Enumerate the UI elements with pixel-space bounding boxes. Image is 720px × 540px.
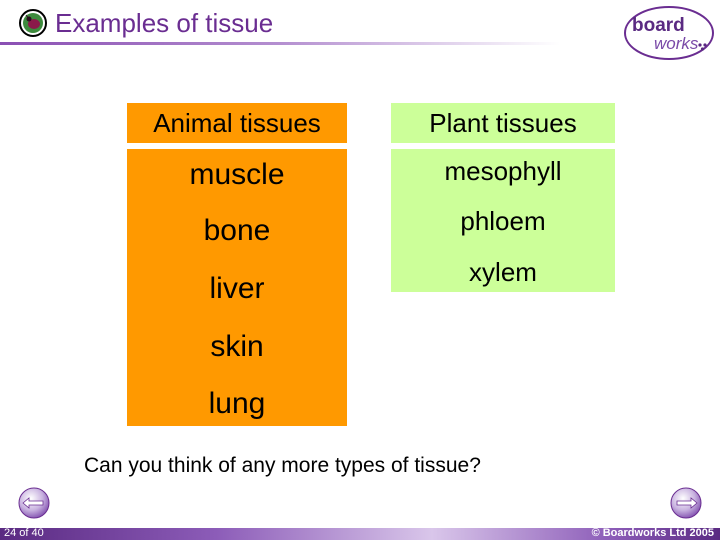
question-text: Can you think of any more types of tissu… [84, 454, 481, 477]
ladybird-icon [19, 9, 47, 37]
page-counter: 24 of 40 [4, 527, 44, 539]
animal-tissues-header: Animal tissues [127, 103, 347, 143]
plant-tissue-item: xylem [469, 257, 537, 287]
plant-tissue-item: mesophyll [444, 156, 562, 186]
animal-tissue-item: lung [208, 387, 266, 420]
animal-tissue-item: muscle [189, 158, 285, 191]
footer-bar [0, 528, 720, 540]
copyright: © Boardworks Ltd 2005 [591, 527, 714, 539]
animal-tissues-list: muscle bone liver skin lung [127, 149, 347, 426]
plant-tissue-item: phloem [460, 206, 546, 236]
animal-tissue-item: skin [210, 330, 264, 363]
logo-text-board: board [632, 15, 685, 36]
boardworks-logo: board works [624, 6, 714, 60]
title-underline [0, 42, 560, 45]
next-arrow-icon[interactable] [669, 486, 703, 520]
plant-tissues-list: mesophyll phloem xylem [391, 149, 615, 292]
plant-tissues-header: Plant tissues [391, 103, 615, 143]
logo-text-works: works [654, 34, 699, 53]
animal-tissue-item: bone [203, 214, 271, 247]
page-title: Examples of tissue [55, 8, 274, 38]
previous-arrow-icon[interactable] [17, 486, 51, 520]
animal-tissue-item: liver [209, 272, 265, 305]
